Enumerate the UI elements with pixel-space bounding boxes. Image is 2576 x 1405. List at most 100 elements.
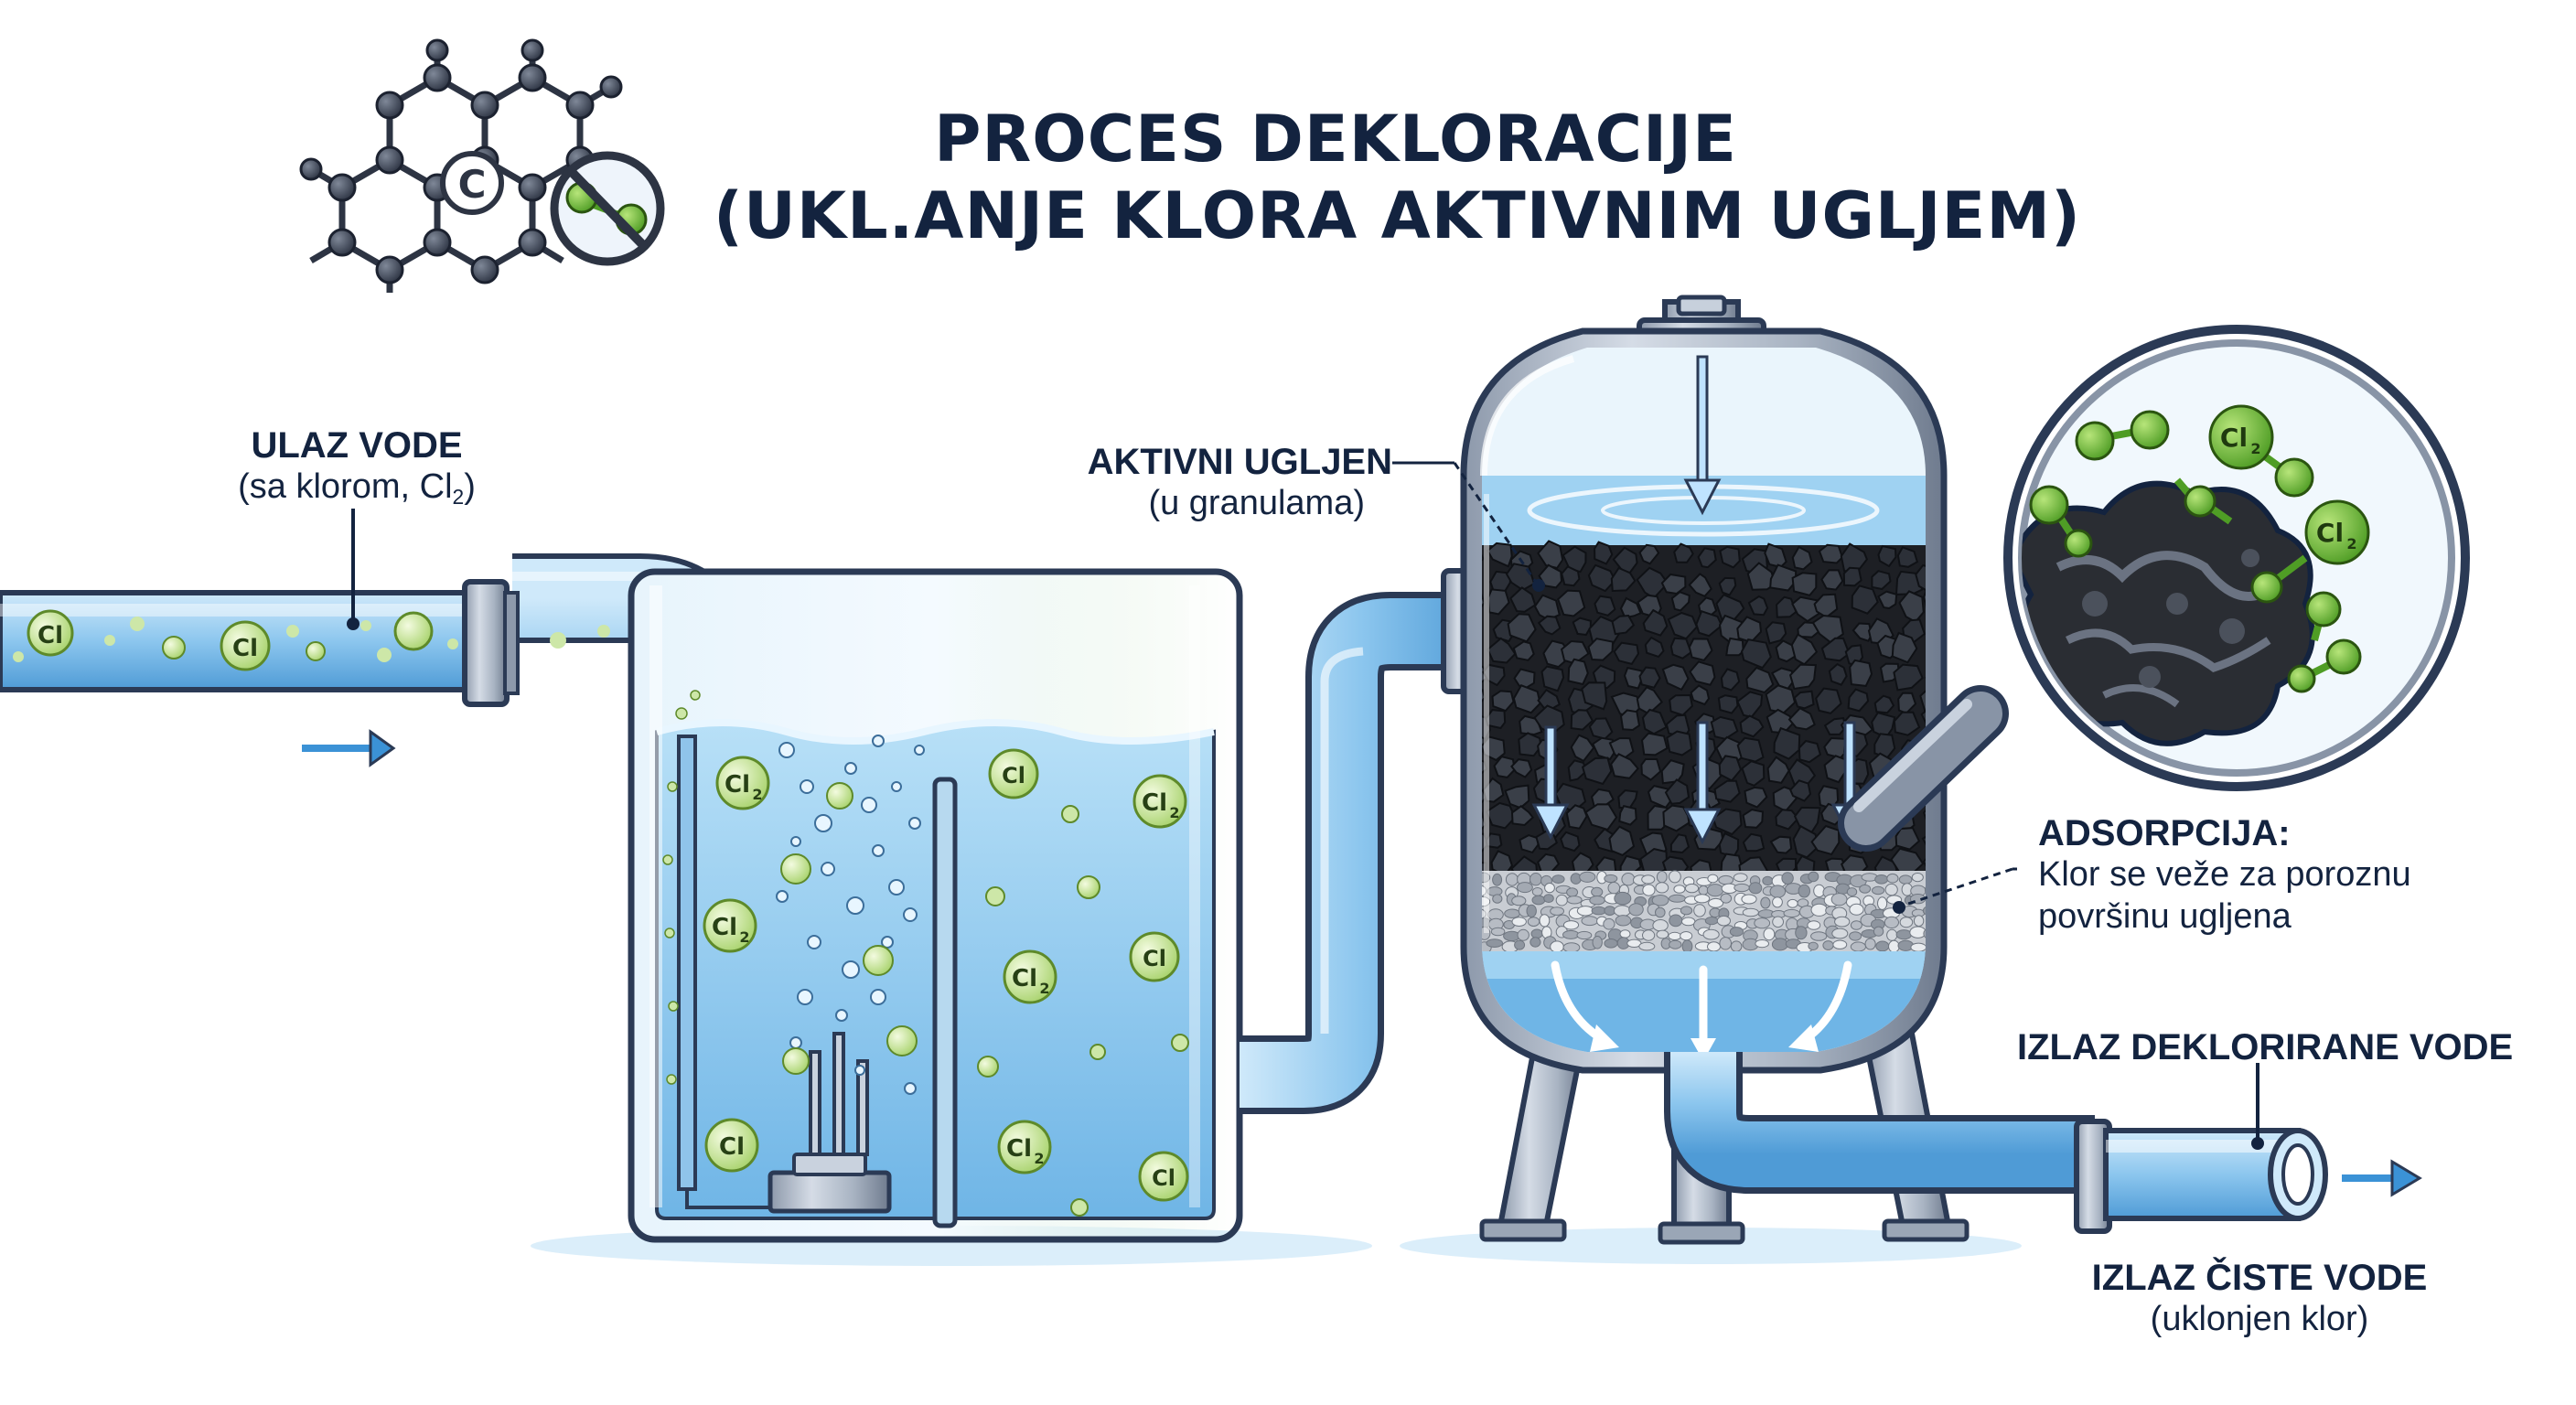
svg-text:Cl: Cl (719, 1133, 745, 1161)
gravel-stone (1762, 875, 1774, 886)
gravel-stone (1511, 917, 1527, 927)
carbon-granule (1512, 684, 1541, 714)
gravel-stone (1830, 893, 1848, 906)
gravel-stone (1530, 937, 1541, 948)
carbon-granule (1584, 803, 1618, 831)
gravel-stone (1680, 906, 1693, 916)
carbon-granule (1740, 638, 1772, 670)
svg-text:Cl: Cl (2316, 518, 2344, 548)
carbon-granule (1688, 638, 1713, 661)
gravel-stone (1810, 931, 1828, 941)
carbon-granule (1741, 760, 1766, 787)
gravel-stone (1708, 897, 1724, 908)
flow-arrow-icon (302, 729, 396, 767)
carbon-granule (1611, 614, 1636, 636)
gravel-stone (1550, 940, 1564, 953)
gravel-stone (1733, 883, 1750, 893)
gravel-stone (1877, 896, 1888, 910)
carbon-heading: AKTIVNI UGLJEN (1087, 442, 1392, 482)
gravel-stone (1681, 939, 1693, 953)
carbon-granule (1613, 641, 1640, 666)
carbon-granule (1567, 658, 1589, 686)
gravel-stone (1850, 920, 1862, 930)
carbon-granule (1742, 832, 1766, 853)
carbon-granule (1662, 804, 1692, 832)
gravel-stone (1895, 929, 1913, 940)
gravel-stone (1798, 884, 1811, 898)
svg-text:2: 2 (1034, 1150, 1044, 1167)
gravel-stone (1680, 931, 1693, 941)
gravel-stone (1849, 931, 1862, 941)
carbon-granule (1894, 827, 1921, 851)
gravel-stone (1511, 896, 1527, 906)
inlet-cl-molecules: Cl Cl (13, 609, 702, 679)
carbon-granule (1788, 663, 1818, 691)
gravel-stone (1530, 928, 1543, 939)
gravel-stone (1604, 906, 1616, 916)
gravel-stone (1603, 917, 1615, 930)
gravel-stone (1913, 915, 1925, 928)
carbon-granule (1765, 621, 1787, 645)
gravel-stone (1619, 929, 1631, 938)
gravel-stone (1531, 887, 1543, 896)
carbon-granule (1851, 585, 1879, 615)
gravel-stone (1651, 895, 1669, 906)
outlet-heading: IZLAZ DEKLORIRANE VODE (2017, 1027, 2514, 1067)
gravel-stone (1551, 874, 1565, 884)
carbon-granule (1561, 565, 1581, 587)
gravel-stone (1562, 920, 1580, 930)
gravel-stone (1704, 917, 1719, 926)
carbon-granule (1664, 778, 1690, 805)
gravel-stone (1576, 930, 1593, 940)
carbon-granule (1537, 615, 1562, 636)
carbon-granule (1745, 666, 1775, 694)
carbon-granule (1688, 573, 1712, 597)
svg-text:Cl: Cl (1143, 946, 1166, 971)
gravel-stone (1719, 937, 1732, 950)
gravel-stone (1748, 882, 1763, 895)
gravel-stone (1579, 871, 1596, 883)
gravel-stone (1490, 927, 1506, 937)
gravel-stone (1849, 903, 1864, 916)
carbon-granule (1922, 586, 1926, 612)
gravel-stone (1669, 894, 1686, 903)
gravel-stone (1628, 903, 1644, 917)
gravel-stone (1822, 940, 1834, 950)
label-pointers (1392, 461, 2017, 914)
svg-text:2: 2 (1039, 980, 1049, 997)
gravel-stone (1656, 929, 1669, 939)
carbon-granule (1920, 708, 1926, 731)
svg-text:Cl: Cl (1152, 1165, 1175, 1191)
carbon-granule (1594, 541, 1614, 565)
carbon-granule (1891, 631, 1918, 664)
gravel-stone (1615, 915, 1632, 927)
carbon-granule (1717, 694, 1739, 714)
gravel-stone (1834, 916, 1851, 928)
title-line-1: PROCES DEKLORACIJE (934, 102, 1737, 177)
gravel-stone (1652, 919, 1669, 932)
carbon-granule (1798, 739, 1822, 764)
gravel-stone (1859, 884, 1872, 894)
svg-text:2: 2 (2346, 535, 2356, 552)
svg-text:Cl: Cl (38, 622, 63, 649)
carbon-granule (1661, 663, 1690, 692)
gravel-stone (1899, 917, 1914, 928)
carbon-granule (1842, 566, 1862, 587)
flow-arrow-icon (2342, 1159, 2422, 1197)
carbon-granule (1849, 659, 1873, 687)
carbon-granule (1518, 732, 1542, 757)
adsorption-line-1: Klor se veže za poroznu (2038, 855, 2411, 894)
svg-text:Cl: Cl (1012, 965, 1037, 992)
gravel-stone (1669, 914, 1683, 928)
carbon-granule (1787, 706, 1816, 731)
gravel-stone (1741, 894, 1757, 905)
outlet-label: IZLAZ DEKLORIRANE VODE (2017, 1026, 2513, 1068)
transfer-pipe (1240, 568, 1487, 1114)
carbon-granule (1669, 833, 1690, 854)
clean-heading: IZLAZ ČISTE VODE (2091, 1258, 2428, 1298)
carbon-granule (1619, 596, 1642, 619)
gravel-stone (1831, 928, 1849, 939)
gravel-stone (1864, 938, 1876, 950)
